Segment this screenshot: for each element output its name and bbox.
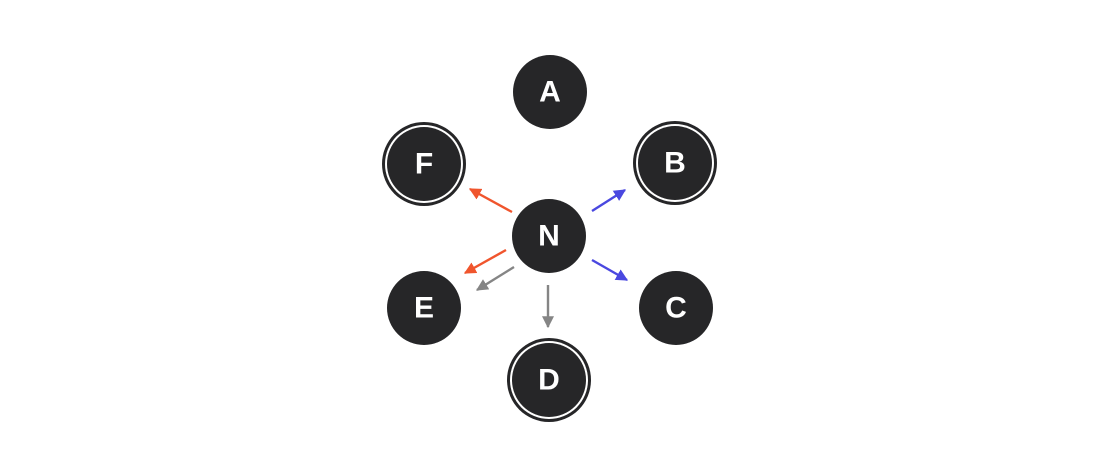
node-c-label: C bbox=[665, 292, 687, 325]
edge-n-to-e-red bbox=[463, 248, 507, 275]
node-d-label: D bbox=[538, 364, 560, 397]
edge-n-to-f bbox=[468, 187, 513, 214]
node-n-label: N bbox=[538, 220, 560, 253]
node-e-label: E bbox=[414, 292, 434, 325]
node-f: F bbox=[382, 122, 466, 206]
node-a-label: A bbox=[539, 76, 561, 109]
node-b: B bbox=[633, 121, 717, 205]
node-d: D bbox=[507, 338, 591, 422]
node-c: C bbox=[639, 271, 713, 345]
edge-n-to-e-gray bbox=[475, 265, 515, 292]
node-a: A bbox=[513, 55, 587, 129]
node-b-label: B bbox=[664, 147, 686, 180]
edge-n-to-c bbox=[591, 258, 629, 282]
node-e: E bbox=[387, 271, 461, 345]
node-n: N bbox=[512, 199, 586, 273]
node-f-label: F bbox=[415, 148, 433, 181]
edges-layer bbox=[463, 187, 629, 329]
nodes-layer: A B C D E F bbox=[382, 55, 717, 422]
edge-n-to-b bbox=[591, 188, 627, 213]
